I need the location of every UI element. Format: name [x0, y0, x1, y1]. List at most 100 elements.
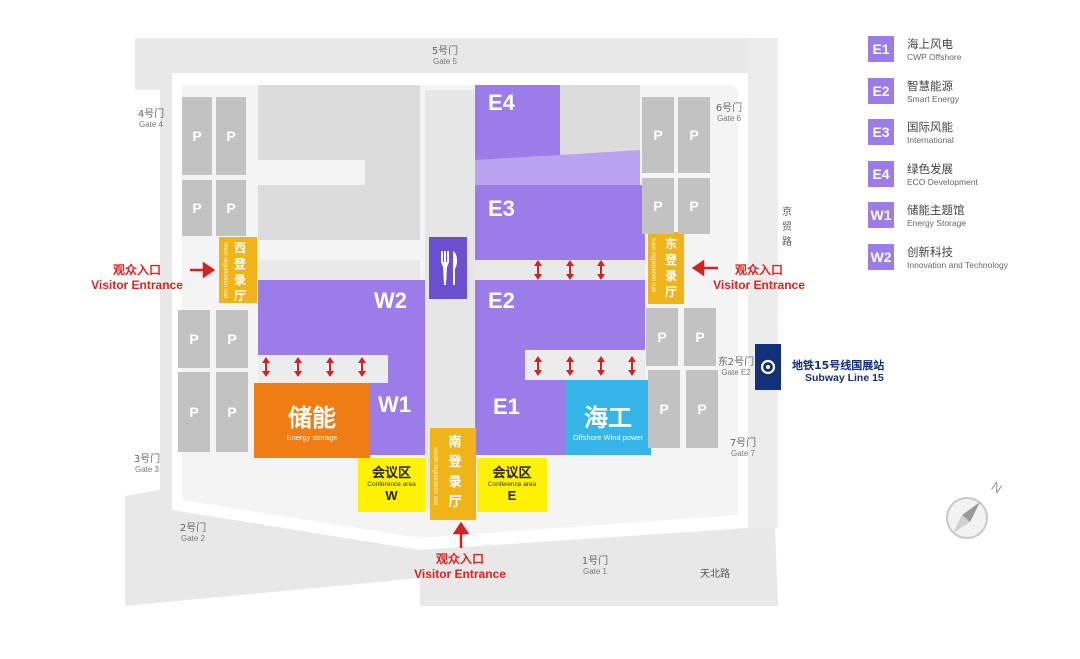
hall-e3-label: E3: [488, 196, 515, 221]
gate-6-en: Gate 6: [716, 114, 741, 123]
energy-storage-zone: 储能 Energy storage: [254, 398, 370, 442]
gate-7-cn: 7号门: [729, 438, 757, 449]
double-arrow-icon: [294, 357, 302, 377]
east-registration-cn: 东登录厅: [664, 237, 677, 299]
parking-lot: P: [182, 97, 212, 175]
legend-cn: 海上风电: [907, 37, 953, 51]
legend-badge: W2: [868, 243, 894, 270]
hall-e3-shape: [475, 185, 645, 260]
double-arrow-icon: [262, 357, 270, 377]
hall-e4-label: E4: [488, 90, 515, 115]
legend-cn: 绿色发展: [907, 161, 953, 176]
gate-4: 4号门 Gate 4: [126, 105, 176, 129]
compass-icon-shape: [946, 497, 988, 539]
parking-lot: P: [178, 310, 210, 368]
conference-e-en: Conference area: [487, 481, 537, 488]
parking-lot: P: [686, 370, 718, 448]
hall-e1-label: E1: [493, 394, 520, 419]
conference-e-cn: 会议区: [492, 466, 532, 481]
gate-3-en: Gate 3: [134, 465, 159, 474]
legend-cn: 储能主题馆: [907, 203, 965, 217]
double-arrow-icon: [597, 260, 605, 280]
conference-w-en: Conference area: [367, 481, 416, 488]
gate-e2-cn: 东2号门: [717, 357, 755, 368]
parking-lot: P: [648, 370, 680, 448]
legend-cn: 国际风能: [907, 120, 953, 134]
visitor-entrance-west-cn: 观众入口: [112, 263, 161, 277]
south-registration-en: South registration hall: [432, 447, 438, 506]
double-arrow-icon: [597, 356, 605, 376]
parking-lot: P: [216, 180, 246, 236]
road-east-label: 京 贸 路: [782, 207, 792, 248]
visitor-entrance-south-en: Visitor Entrance: [414, 567, 506, 581]
gate-2-en: Gate 2: [180, 534, 205, 543]
energy-storage-en: Energy storage: [286, 433, 338, 442]
double-arrow-icon: [534, 356, 542, 376]
west-registration-cn: 西登录厅: [233, 241, 246, 303]
gate-5-cn: 5号门: [431, 46, 459, 57]
conference-w-code: W: [385, 488, 398, 503]
legend-en: International: [907, 135, 954, 145]
gate-e2-en: Gate E2: [721, 368, 751, 377]
legend-badge: E4: [868, 160, 894, 187]
gate-2-cn: 2号门: [179, 523, 207, 534]
legend-badge: E1: [868, 36, 894, 62]
legend-badge: W1: [868, 202, 894, 228]
parking-lot: P: [678, 178, 710, 234]
parking-lot: P: [182, 180, 212, 236]
hall-e1-e2-shape: [475, 280, 645, 455]
gate-5: 5号门 Gate 5: [420, 42, 470, 66]
legend-badge: E3: [868, 119, 894, 145]
visitor-entrance-east: 观众入口 Visitor Entrance: [704, 261, 814, 292]
gate-6-cn: 6号门: [715, 103, 743, 114]
parking-lot: P: [178, 372, 210, 452]
conference-area-w: 会议区 Conference area W: [358, 462, 425, 503]
legend-badge: E2: [868, 77, 894, 104]
visitor-entrance-east-cn: 观众入口: [734, 263, 783, 277]
subway-icon: [755, 344, 781, 390]
offshore-zone: 海工 Offshore Wind power: [565, 398, 651, 442]
gate-2: 2号门 Gate 2: [168, 519, 218, 543]
gate-3: 3号门 Gate 3: [122, 450, 172, 474]
parking-lot: P: [216, 97, 246, 175]
parking-lot: P: [678, 97, 710, 173]
offshore-en: Offshore Wind power: [572, 433, 644, 442]
gate-7: 7号门 Gate 7: [718, 434, 768, 458]
legend-en: ECO Development: [907, 176, 978, 187]
legend-en: Smart Energy: [907, 93, 959, 104]
offshore-zone-shape: [565, 380, 651, 455]
fork-knife-icon: [429, 237, 467, 299]
gate-6: 6号门 Gate 6: [704, 99, 754, 123]
hall-w2-label: W2: [374, 288, 407, 313]
legend-en: Energy Storage: [907, 218, 967, 228]
double-arrow-icon: [358, 357, 366, 377]
legend-cn: 创新科技: [907, 244, 953, 259]
gate-4-cn: 4号门: [137, 109, 165, 120]
energy-storage-zone-shape: [254, 383, 370, 458]
subway-station-cn: 地铁15号线国展站: [792, 359, 885, 372]
double-arrow-icon: [566, 356, 574, 376]
road-south-label: 天北路: [700, 569, 730, 580]
double-arrow-icon: [566, 260, 574, 280]
gate-4-en: Gate 4: [138, 120, 163, 129]
legend-en: Innovation and Technology: [907, 259, 1008, 270]
gate-1-cn: 1号门: [581, 556, 609, 567]
visitor-entrance-east-en: Visitor Entrance: [713, 278, 805, 292]
west-registration-en: West registration hall: [222, 242, 228, 298]
gate-7-en: Gate 7: [730, 449, 755, 458]
visitor-entrance-west: 观众入口 Visitor Entrance: [82, 261, 192, 292]
gate-3-cn: 3号门: [133, 454, 161, 465]
hall-w1-label: W1: [378, 392, 411, 417]
visitor-entrance-south-cn: 观众入口: [435, 552, 484, 566]
offshore-cn: 海工: [584, 404, 632, 432]
east-registration-en: East registration hall: [650, 238, 656, 293]
subway-station-en: Subway Line 15: [805, 372, 884, 384]
visitor-entrance-west-en: Visitor Entrance: [91, 278, 183, 292]
conference-w-cn: 会议区: [371, 466, 411, 481]
gate-1: 1号门 Gate 1: [570, 552, 620, 576]
parking-lot: P: [216, 372, 248, 452]
energy-storage-cn: 储能: [288, 404, 336, 432]
double-arrow-icon: [534, 260, 542, 280]
